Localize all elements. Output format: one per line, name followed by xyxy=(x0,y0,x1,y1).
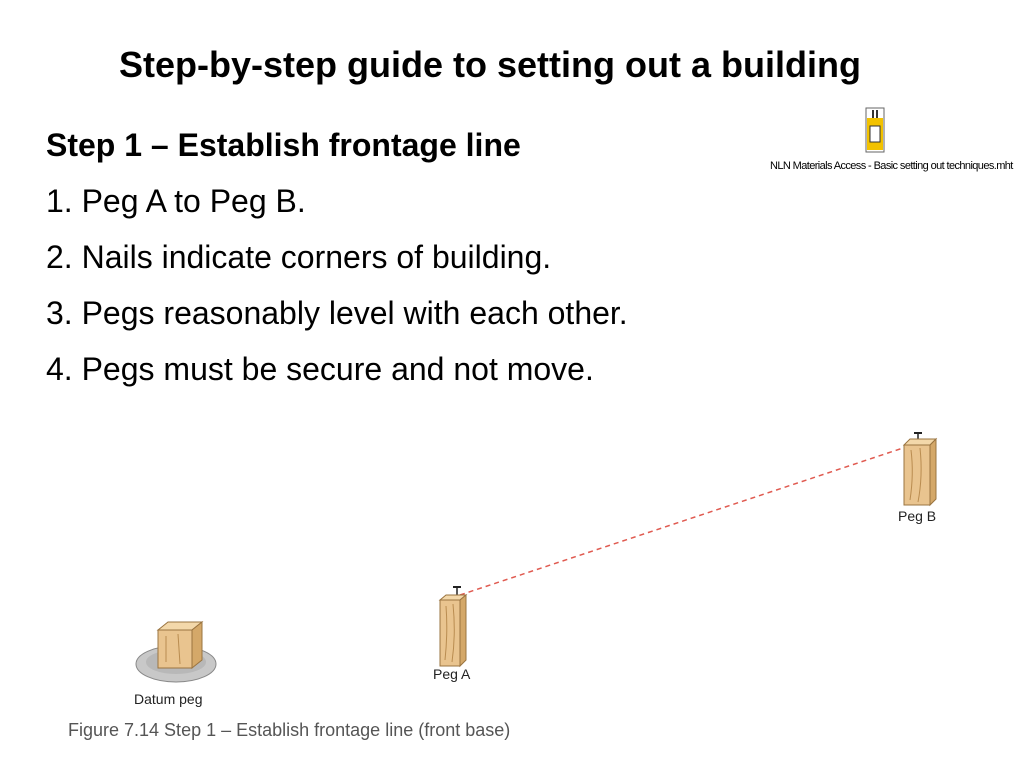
figure-frontage-line: Datum peg Peg A Peg B Figure 7.14 Step 1… xyxy=(0,410,1024,768)
step-item-2: 2. Nails indicate corners of building. xyxy=(46,239,552,275)
attachment-link[interactable]: NLN Materials Access - Basic setting out… xyxy=(770,106,1013,172)
slide-title-text: Step-by-step guide to setting out a buil… xyxy=(119,44,861,85)
file-icon xyxy=(865,107,885,153)
step-heading: Step 1 – Establish frontage line xyxy=(46,127,521,163)
slide-title: Step-by-step guide to setting out a buil… xyxy=(0,44,980,86)
step-item-3: 3. Pegs reasonably level with each other… xyxy=(46,295,628,331)
figure-caption: Figure 7.14 Step 1 – Establish frontage … xyxy=(68,720,511,740)
datum-peg-label: Datum peg xyxy=(134,691,203,707)
peg-b-graphic xyxy=(902,432,938,507)
step-item-4: 4. Pegs must be secure and not move. xyxy=(46,351,594,387)
step-content: Step 1 – Establish frontage line 1. Peg … xyxy=(46,122,786,402)
frontage-line xyxy=(459,444,913,596)
figure-illustration xyxy=(135,432,938,683)
peg-b-label: Peg B xyxy=(898,508,937,524)
peg-a-graphic xyxy=(438,586,468,668)
peg-a-label: Peg A xyxy=(433,666,471,682)
attachment-filename: NLN Materials Access - Basic setting out… xyxy=(770,160,1013,172)
datum-peg-graphic xyxy=(135,620,217,683)
step-item-1: 1. Peg A to Peg B. xyxy=(46,183,306,219)
